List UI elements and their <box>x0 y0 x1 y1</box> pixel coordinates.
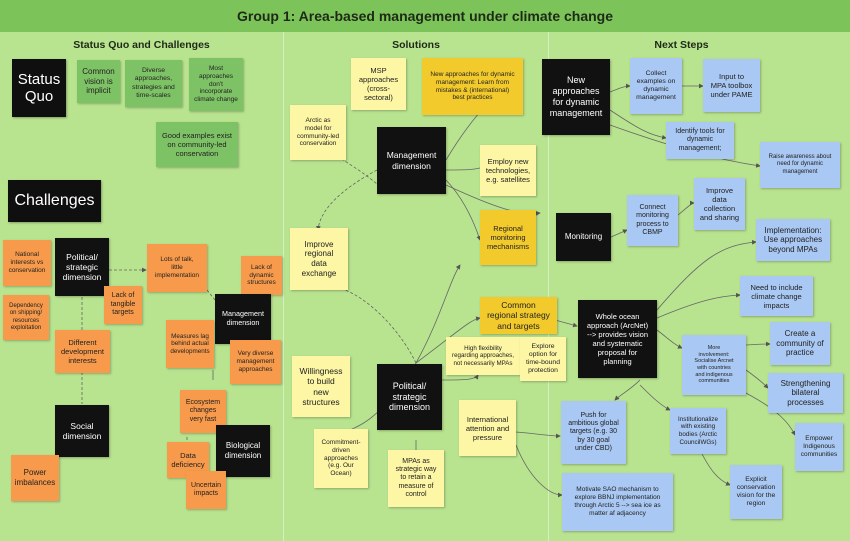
sticky-note: Input to MPA toolbox under PAME <box>703 59 760 112</box>
connector <box>515 444 563 498</box>
connector <box>614 379 641 401</box>
sticky-note: Common regional strategy and targets <box>480 297 557 334</box>
sticky-note: Create a community of practice <box>770 322 830 365</box>
sticky-note: Political/ strategic dimension <box>377 364 442 430</box>
challenges-title: Challenges <box>8 180 101 222</box>
connector <box>610 229 628 238</box>
sticky-note: National interests vs conservation <box>3 240 51 286</box>
sticky-note: MSP approaches (cross- sectoral) <box>351 58 406 110</box>
connector <box>415 264 461 364</box>
sticky-note: Arctic as model for community-led conser… <box>290 105 346 160</box>
connector <box>445 179 482 241</box>
connector <box>206 289 216 301</box>
connector <box>739 389 796 436</box>
sticky-note: Empower Indigenous communities <box>795 423 843 471</box>
sticky-note: Dependency on shipping/ resources exploi… <box>3 295 49 340</box>
sticky-note: Diverse approaches, strategies and time-… <box>125 60 182 107</box>
connector <box>656 329 683 349</box>
sticky-note: Different development interests <box>55 330 110 373</box>
sticky-note: Lack of dynamic structures <box>241 256 282 295</box>
sticky-note: Implementation: Use approaches beyond MP… <box>756 219 830 261</box>
column-header-next-steps: Next Steps <box>654 39 709 51</box>
connector <box>656 292 741 319</box>
sticky-note: Motivate SAO mechanism to explore BBNJ i… <box>562 473 673 531</box>
sticky-note: Management dimension <box>377 127 446 194</box>
column-divider <box>548 32 549 541</box>
sticky-note: Regional monitoring mechanisms <box>480 210 536 265</box>
connector <box>699 449 731 486</box>
connector <box>639 384 671 411</box>
column-divider <box>283 32 284 541</box>
sticky-note: Improve regional data exchange <box>290 228 348 290</box>
sticky-note: New approaches for dynamic management: L… <box>422 58 523 115</box>
connector <box>515 431 561 439</box>
sticky-note: Most approaches don't incorporate climat… <box>189 58 243 111</box>
sticky-note: Push for ambitious global targets (e.g. … <box>561 401 626 464</box>
sticky-note: Raise awareness about need for dynamic m… <box>760 142 840 188</box>
status-quo-title: Status Quo <box>12 59 66 117</box>
sticky-note: MPAs as strategic way to retain a measur… <box>388 450 444 507</box>
connector <box>745 369 769 389</box>
connector <box>745 341 771 347</box>
sticky-note: Biological dimension <box>216 425 270 477</box>
sticky-note: Uncertain impacts <box>186 471 226 509</box>
sticky-note: International attention and pressure <box>459 400 516 456</box>
sticky-note: Political/ strategic dimension <box>55 238 109 296</box>
sticky-note: Explore option for time-bound protection <box>520 337 566 381</box>
sticky-note: Need to include climate change impacts <box>740 276 813 316</box>
sticky-note: Management dimension <box>215 294 271 344</box>
sticky-note: Ecosystem changes very fast <box>180 390 226 433</box>
connector <box>441 374 479 381</box>
connector <box>609 83 631 93</box>
sticky-note: Explicit conservation vision for the reg… <box>730 465 782 519</box>
sticky-note: High flexibility regarding approaches, n… <box>446 337 520 375</box>
sticky-note: More involvement: Socialise Arcnet with … <box>682 335 746 395</box>
sticky-note: Very diverse management approaches <box>230 340 281 384</box>
sticky-note: Identify tools for dynamic management; <box>666 122 734 159</box>
sticky-note: Lack of tangible targets <box>104 286 142 324</box>
sticky-note: Good examples exist on community-led con… <box>156 122 238 167</box>
connector <box>677 200 695 216</box>
sticky-note: Commitment- driven approaches (e.g. Our … <box>314 429 368 488</box>
sticky-note: Measures lag behind actual developments <box>166 320 214 368</box>
sticky-note: Institutionalize with existing bodies (A… <box>670 408 726 454</box>
connector <box>609 109 667 140</box>
sticky-note: Social dimension <box>55 405 109 457</box>
connector <box>656 239 757 311</box>
column-header-solutions: Solutions <box>392 39 440 51</box>
sticky-note: New approaches for dynamic management <box>542 59 610 135</box>
sticky-note: Employ new technologies, e.g. satellites <box>480 145 536 196</box>
sticky-note: Collect examples on dynamic management <box>630 58 682 114</box>
sticky-note: Strengthening bilateral processes <box>768 373 843 413</box>
column-header-status: Status Quo and Challenges <box>73 39 210 51</box>
sticky-note: Willingness to build new structures <box>292 356 350 417</box>
sticky-note: Power imbalances <box>11 455 59 501</box>
connector <box>316 169 378 231</box>
sticky-note: Improve data collection and sharing <box>694 178 745 230</box>
sticky-note: Connect monitoring process to CBMP <box>627 195 678 246</box>
connector <box>344 289 417 364</box>
connector <box>415 316 481 364</box>
board-title: Group 1: Area-based management under cli… <box>0 0 850 32</box>
sticky-note: Common vision is implicit <box>77 60 120 103</box>
sticky-note: Lots of talk, little implementation <box>147 244 207 292</box>
sticky-note: Whole ocean approach (ArcNet) --> provid… <box>578 300 657 378</box>
sticky-note: Monitoring <box>556 213 611 261</box>
